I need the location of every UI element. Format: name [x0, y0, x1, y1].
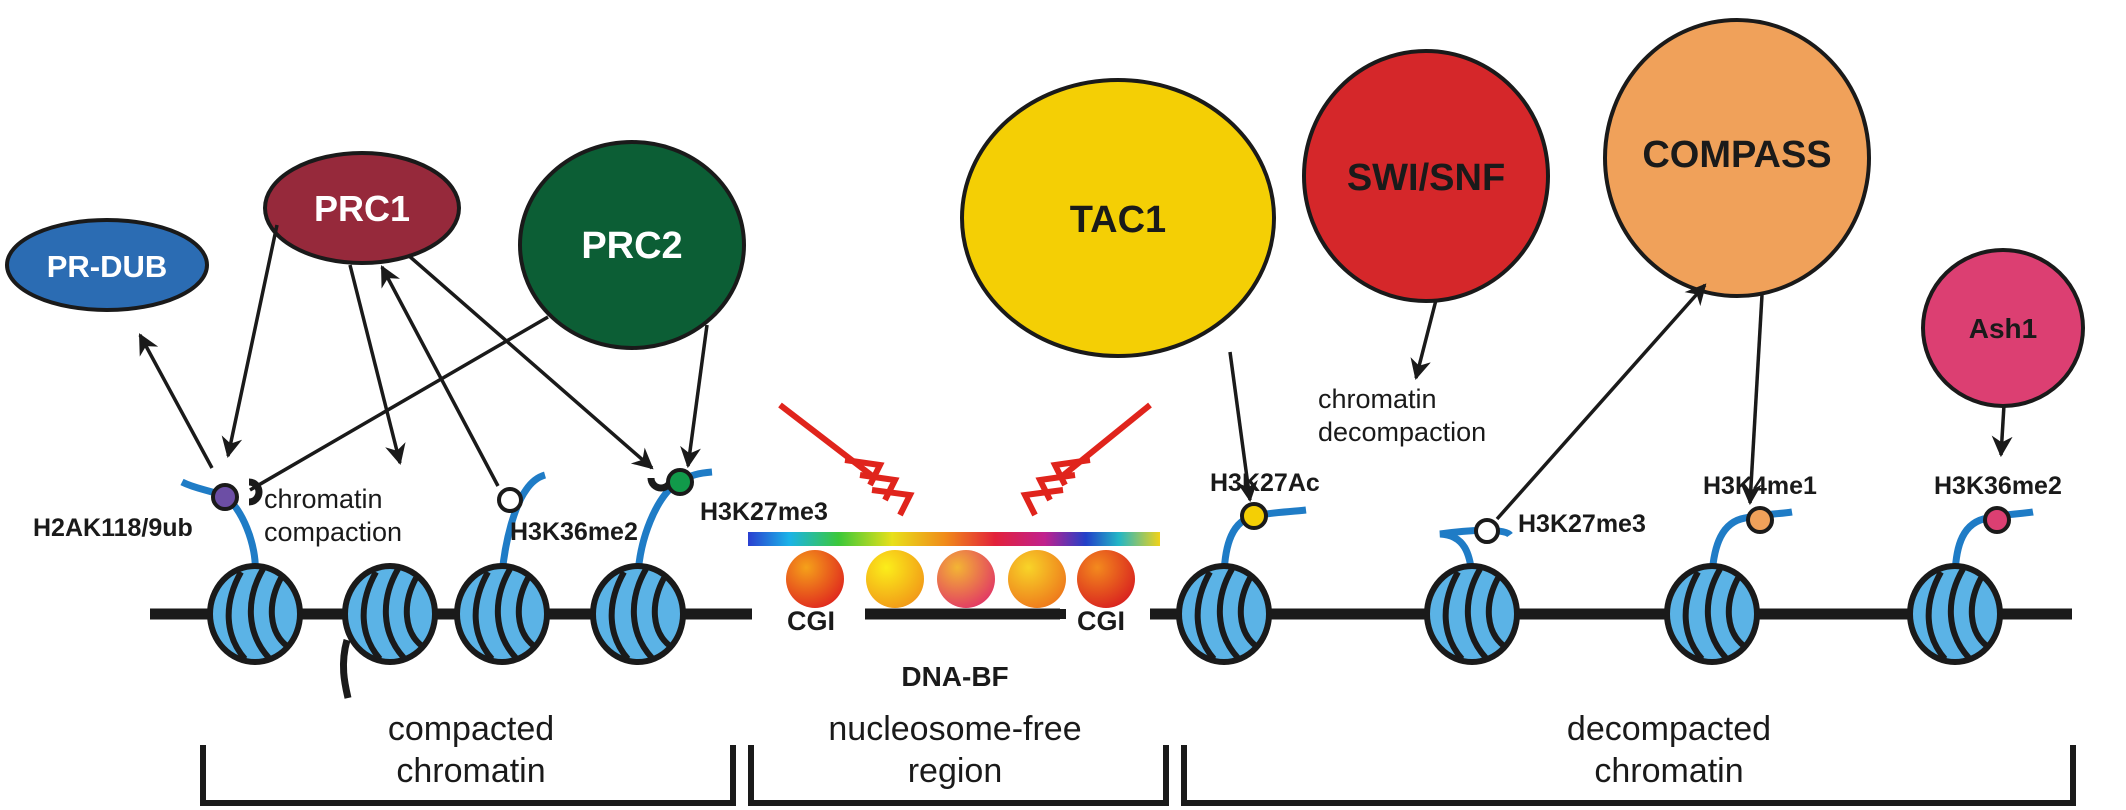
complex-prc2: PRC2 — [518, 140, 746, 350]
nucleosome — [590, 563, 686, 665]
complex-prc1: PRC1 — [263, 151, 461, 265]
interaction-arrows — [138, 224, 2013, 521]
region-decompacted-1: decompacted — [1567, 710, 1771, 748]
note-compaction-1: chromatin — [264, 484, 383, 514]
nucleosome — [207, 563, 303, 665]
region-compacted-1: compacted — [388, 710, 554, 748]
cgi-dot — [866, 550, 924, 608]
mark-dots — [211, 468, 2011, 544]
red-arrows — [778, 402, 1152, 517]
cgi-dot — [1008, 550, 1066, 608]
cgi-label-left: CGI — [787, 606, 835, 636]
bracket-compacted — [200, 745, 736, 806]
nucleosome — [1424, 563, 1520, 665]
h3k4me1-dot — [1746, 506, 1774, 534]
label-h3k27me3-left: H3K27me3 — [700, 498, 828, 526]
nucleosome — [1176, 563, 1272, 665]
arrow-h3k27me3-to-compass — [1495, 283, 1707, 521]
region-nfr-2: region — [908, 752, 1003, 790]
svg-text:SWI/SNF: SWI/SNF — [1347, 157, 1505, 199]
label-h3k36me2-right: H3K36me2 — [1934, 472, 2062, 500]
nucleosomes — [207, 563, 2003, 665]
bracket-decompacted — [1181, 745, 2076, 806]
arrow-prc2-to-hook — [249, 315, 549, 492]
label-h3k27ac: H3K27Ac — [1210, 469, 1320, 497]
region-compacted-2: chromatin — [396, 752, 545, 790]
nucleosome — [1907, 563, 2003, 665]
bracket-nfr — [748, 745, 1169, 806]
arrow-prc1-to-compaction — [348, 264, 406, 466]
svg-text:PRC1: PRC1 — [314, 188, 410, 229]
h3k27ac-dot — [1240, 502, 1268, 530]
nucleosome — [342, 563, 438, 665]
svg-text:PRC2: PRC2 — [581, 225, 682, 267]
h3k27me3-right-dot — [1474, 518, 1500, 544]
h2ak118-dot — [211, 483, 239, 511]
svg-text:COMPASS: COMPASS — [1642, 134, 1831, 176]
cgi-label-right: CGI — [1077, 606, 1125, 636]
svg-text:Ash1: Ash1 — [1969, 313, 2037, 344]
note-compaction-2: compaction — [264, 517, 402, 547]
arrow-compass-to-h3k4me1 — [1740, 294, 1764, 506]
arrow-h2ak-to-prdub — [138, 333, 214, 469]
h3k36me2-left-dot — [497, 487, 523, 513]
complex-ash1: Ash1 — [1921, 248, 2085, 408]
dna-bf-label: DNA-BF — [901, 661, 1008, 692]
arrow-prc1-to-h3k27me3 — [406, 253, 654, 470]
label-h3k36me2-left: H3K36me2 — [510, 518, 638, 546]
notes: chromatin compaction chromatin decompact… — [264, 384, 1486, 547]
tail-nuc3 — [498, 471, 547, 576]
region-nfr-1: nucleosome-free — [828, 710, 1081, 748]
complex-swi-snf: SWI/SNF — [1302, 49, 1550, 303]
nfr-region: CGI CGI DNA-BF — [748, 532, 1160, 692]
note-decompaction-2: decompaction — [1318, 417, 1486, 447]
rainbow-bar — [748, 532, 1160, 546]
cgi-dot — [937, 550, 995, 608]
nucleosome — [1664, 563, 1760, 665]
label-h2ak118: H2AK118/9ub — [33, 514, 193, 542]
complex-compass: COMPASS — [1603, 18, 1871, 298]
reader-hook-prc1 — [248, 478, 263, 506]
h3k36me2-right-dot — [1983, 506, 2011, 534]
svg-text:PR-DUB: PR-DUB — [47, 249, 168, 284]
arrow-tac1-to-h3k27ac — [1228, 351, 1258, 503]
h3k27me3-left-dot — [666, 468, 694, 496]
cgi-dot — [1077, 550, 1135, 608]
note-decompaction-1: chromatin — [1318, 384, 1437, 414]
label-h3k27me3-right: H3K27me3 — [1518, 510, 1646, 538]
arrow-ash1-to-h3k36me2 — [1991, 404, 2013, 458]
complex-tac1: TAC1 — [960, 78, 1276, 358]
arrow-h3k36-to-prc1 — [380, 265, 500, 487]
svg-text:TAC1: TAC1 — [1070, 199, 1166, 241]
region-brackets — [200, 745, 2076, 806]
mark-labels: H2AK118/9ub H3K36me2 H3K27me3 H3K27Ac H3… — [33, 469, 2062, 546]
arrow-prc2-to-h3k27me3 — [680, 324, 709, 469]
nucleosome — [454, 563, 550, 665]
tail-nuc7 — [1708, 508, 1793, 576]
label-h3k4me1: H3K4me1 — [1703, 472, 1817, 500]
cgi-dot — [786, 550, 844, 608]
region-labels: compacted chromatin nucleosome-free regi… — [388, 710, 1771, 790]
complex-pr-dub: PR-DUB — [5, 218, 209, 312]
arrow-swisnf-to-decompaction — [1410, 299, 1438, 381]
arrow-prc1-to-h2ak — [221, 224, 279, 459]
region-decompacted-2: chromatin — [1594, 752, 1743, 790]
